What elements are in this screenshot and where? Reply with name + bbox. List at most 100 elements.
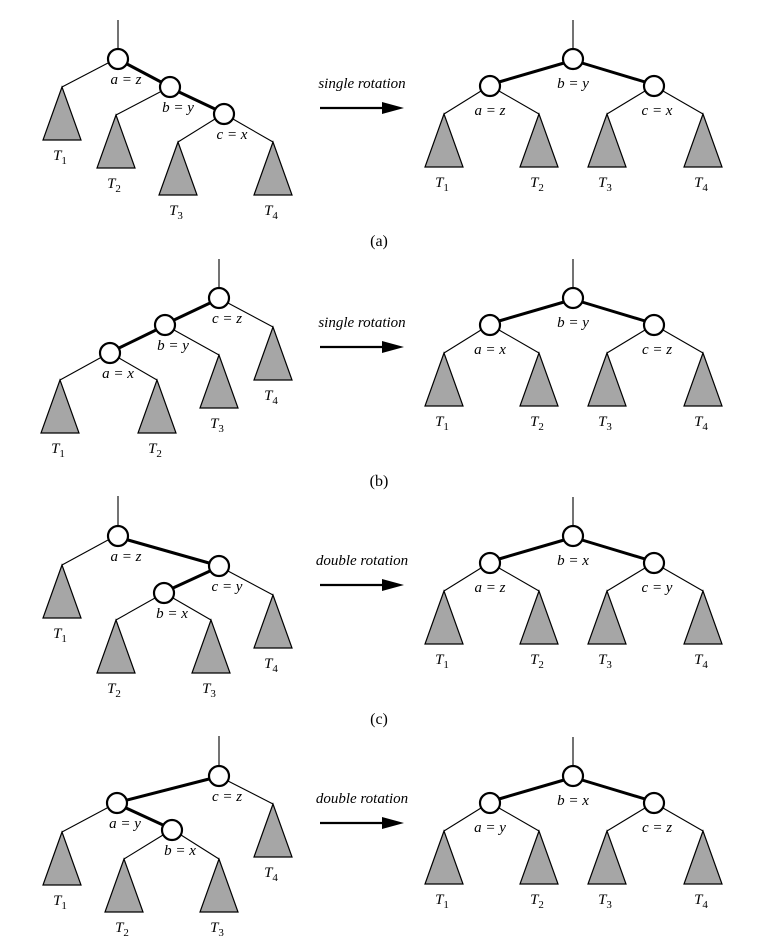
edge-root-left: [498, 778, 565, 801]
edge-t3: [606, 90, 646, 115]
tree-node-left: [478, 551, 502, 575]
rotation-arrow: double rotation: [316, 791, 408, 829]
subtree-label: T2: [148, 441, 162, 460]
edge-root-right: [581, 61, 646, 84]
rotation-label: double rotation: [316, 553, 408, 569]
tree-node-left: [478, 74, 502, 98]
subtree-label: T4: [694, 652, 708, 671]
node-label: a = z: [475, 580, 506, 596]
subtree-label: T1: [435, 892, 449, 911]
tree-node-right: [642, 74, 666, 98]
node-label: b = y: [557, 315, 589, 331]
subtree-triangle: [424, 112, 464, 168]
edge-t3: [173, 329, 220, 356]
edge-n1-n2: [126, 777, 210, 802]
arrow-head: [382, 579, 404, 591]
panel-caption: (c): [370, 711, 388, 728]
edge-t2: [118, 357, 158, 381]
edge-root-left: [498, 538, 565, 561]
subtree-label: T4: [694, 414, 708, 433]
edge-t4: [227, 780, 274, 805]
node-label: b = y: [557, 76, 589, 92]
tree-node-left: [478, 791, 502, 815]
subtree-label: T4: [694, 175, 708, 194]
node-label: a = x: [102, 366, 134, 382]
tree-node-n1: [106, 524, 130, 548]
edge-t4: [232, 118, 274, 143]
node-label: b = y: [162, 100, 194, 116]
node-label: b = x: [557, 793, 589, 809]
tree-node-right: [642, 313, 666, 337]
edge-t3: [606, 329, 646, 354]
arrow-head: [382, 341, 404, 353]
node-label: b = x: [164, 843, 196, 859]
node-label: a = y: [474, 820, 506, 836]
subtree-triangle: [519, 589, 559, 645]
subtree-triangle: [253, 802, 293, 858]
subtree-triangle: [519, 112, 559, 168]
subtree-triangle: [137, 378, 177, 434]
node-label: c = z: [212, 789, 242, 805]
edge-n2-n3: [118, 328, 157, 350]
edge-n1-n2: [126, 62, 162, 84]
node-label: c = x: [217, 127, 248, 143]
subtree-label: T3: [169, 203, 183, 222]
subtree-label: T3: [598, 414, 612, 433]
tree-node-n3: [98, 341, 122, 365]
after-tree: b = y a = x c = z T1 T2 T3 T4: [424, 259, 723, 433]
edge-t4: [662, 567, 704, 592]
tree-node-n1: [207, 286, 231, 310]
node-label: c = z: [212, 311, 242, 327]
rotation-label: single rotation: [318, 315, 405, 331]
tree-node-n2: [153, 313, 177, 337]
subtree-triangle: [683, 112, 723, 168]
edge-t2: [498, 329, 540, 354]
subtree-triangle: [683, 589, 723, 645]
subtree-triangle: [199, 857, 239, 913]
edge-t2: [498, 90, 540, 115]
subtree-label: T4: [264, 203, 278, 222]
subtree-triangle: [424, 351, 464, 407]
subtree-label: T3: [210, 416, 224, 435]
subtree-label: T3: [210, 920, 224, 939]
edge-t1: [61, 539, 109, 566]
edge-t2: [498, 567, 540, 592]
tree-node-right: [642, 551, 666, 575]
node-label: a = z: [111, 72, 142, 88]
node-label: b = y: [157, 338, 189, 354]
subtree-triangle: [587, 351, 627, 407]
subtree-triangle: [587, 112, 627, 168]
subtree-triangle: [96, 113, 136, 169]
node-label: a = z: [475, 103, 506, 119]
edge-t3: [172, 597, 212, 621]
subtree-label: T1: [435, 414, 449, 433]
node-label: a = x: [474, 342, 506, 358]
subtree-triangle: [42, 85, 82, 141]
subtree-label: T2: [530, 414, 544, 433]
edge-t1: [59, 357, 101, 381]
subtree-triangle: [191, 618, 231, 674]
edge-t3: [177, 118, 216, 143]
node-label: a = y: [109, 816, 141, 832]
tree-node-n2: [105, 791, 129, 815]
edge-root-right: [581, 538, 646, 561]
edge-t1: [61, 62, 109, 88]
node-label: c = y: [212, 579, 243, 595]
subtree-triangle: [253, 140, 293, 196]
edge-t1: [443, 329, 482, 354]
subtree-triangle: [253, 325, 293, 381]
arrow-head: [382, 102, 404, 114]
subtree-triangle: [158, 140, 198, 196]
node-label: c = z: [642, 342, 672, 358]
subtree-label: T3: [598, 175, 612, 194]
tree-node-root: [561, 286, 585, 310]
subtree-triangle: [424, 829, 464, 885]
edge-t2: [498, 807, 540, 832]
arrow-head: [382, 817, 404, 829]
subtree-label: T4: [264, 656, 278, 675]
